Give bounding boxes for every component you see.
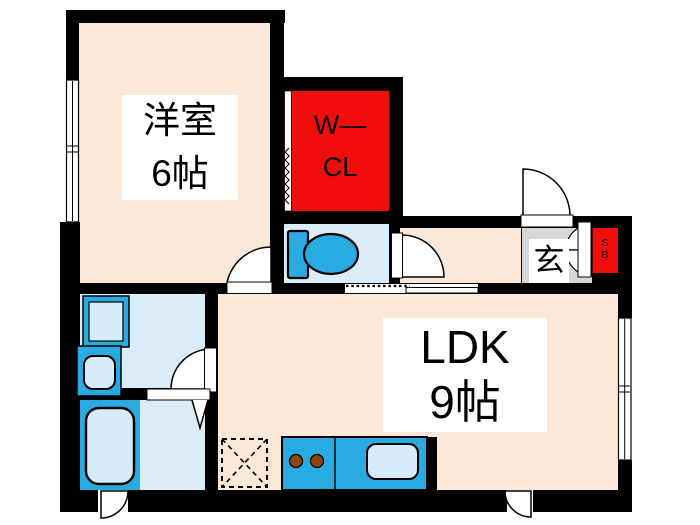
door-washroom-icon (170, 347, 217, 393)
western-room-size: 6帖 (151, 152, 209, 194)
sb-line1: S (601, 237, 609, 249)
fridge-space-dashed-icon (221, 438, 268, 488)
stove-burners-icon (288, 453, 325, 469)
wall (427, 437, 437, 490)
room-bathroom (140, 400, 205, 490)
door-western-icon (225, 246, 273, 294)
door-entrance-icon (520, 168, 574, 228)
sliding-door-icon (345, 284, 479, 294)
closet-wcl (284, 91, 389, 211)
door-exterior-right-icon (504, 490, 533, 518)
kitchen-sink-icon (366, 443, 419, 480)
window-left-icon (65, 79, 80, 223)
toilet-icon (286, 229, 360, 280)
wall (270, 77, 403, 91)
label-ldk: LDK 9帖 (383, 318, 547, 433)
wall (270, 211, 403, 224)
label-wcl: W— CL (291, 105, 389, 189)
wall (66, 10, 79, 80)
western-room-name: 洋室 (143, 100, 217, 141)
wall (592, 273, 618, 283)
label-western-room: 洋室 6帖 (122, 95, 238, 201)
bathtub-icon (84, 406, 136, 486)
wall (60, 490, 632, 512)
wall (66, 10, 285, 23)
genkan-char: 玄 (533, 243, 565, 278)
wall (389, 77, 403, 224)
door-exterior-left-icon (98, 490, 129, 519)
accordion-door-icon (284, 90, 292, 212)
kitchen-counter-icon (281, 436, 428, 491)
ldk-name: LDK (420, 321, 510, 373)
window-right-icon (617, 317, 632, 461)
door-toilet-icon (391, 232, 445, 279)
wcl-line2: CL (322, 151, 358, 182)
folding-door-icon (146, 388, 211, 431)
wall (400, 216, 632, 228)
bifold-door-icon (565, 221, 593, 278)
label-genkan: 玄 (529, 239, 569, 283)
sb-line2: B (601, 248, 609, 261)
ldk-size: 9帖 (429, 376, 501, 429)
wcl-line1: W— (313, 110, 367, 140)
vanity-sink-icon (76, 345, 122, 397)
shoebox-sb (592, 224, 618, 273)
washer-pan-icon (82, 295, 130, 348)
label-shoebox: S B (592, 225, 618, 261)
